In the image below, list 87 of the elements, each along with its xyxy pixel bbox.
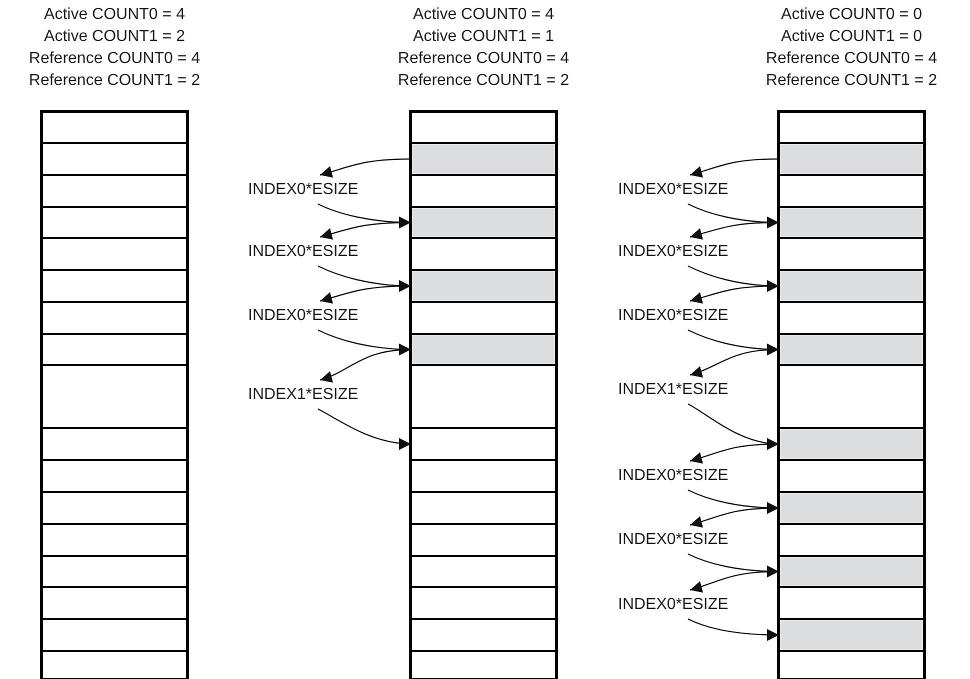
memory-cell [412, 112, 555, 143]
memory-cell [780, 175, 923, 207]
count-text: Reference COUNT1 = 2 [766, 71, 938, 91]
count-text: Active COUNT0 = 4 [413, 5, 554, 25]
count-text: Active COUNT1 = 0 [781, 27, 922, 47]
memory-cell [780, 651, 923, 679]
offset-label: INDEX0*ESIZE [618, 529, 728, 551]
shaded-memory-cell [412, 143, 555, 175]
memory-cell [43, 112, 186, 143]
memory-cell [412, 651, 555, 679]
memory-cell [43, 334, 186, 365]
memory-cell [412, 175, 555, 207]
arrow [688, 618, 779, 641]
count-text: Reference COUNT1 = 2 [28, 71, 200, 91]
memory-cell [780, 365, 923, 428]
memory-cell [43, 365, 186, 428]
memory-cell [43, 587, 186, 619]
memory-cell [43, 143, 186, 175]
shaded-memory-cell [780, 270, 923, 302]
offset-label: INDEX0*ESIZE [618, 594, 728, 616]
count-text: Reference COUNT1 = 2 [398, 71, 570, 91]
count-text: Active COUNT0 = 0 [781, 5, 922, 25]
count-text: Reference COUNT0 = 4 [28, 49, 200, 69]
memory-cell [412, 587, 555, 619]
offset-label: INDEX0*ESIZE [248, 179, 358, 201]
memory-cell [43, 238, 186, 270]
memory-cell [43, 270, 186, 302]
arrow [318, 329, 412, 356]
arrow [688, 265, 780, 292]
offset-label: INDEX0*ESIZE [618, 305, 728, 327]
arrow [688, 489, 780, 514]
arrow [318, 203, 412, 228]
offset-label: INDEX1*ESIZE [618, 379, 728, 401]
shaded-memory-cell [780, 334, 923, 365]
shaded-memory-cell [780, 492, 923, 524]
memory-cell [43, 651, 186, 679]
memory-cell [412, 619, 555, 651]
shaded-memory-cell [412, 270, 555, 302]
count-text: Reference COUNT0 = 4 [398, 49, 570, 69]
arrow [318, 408, 412, 450]
memory-cell [43, 302, 186, 334]
arrow [690, 158, 779, 178]
memory-cell [780, 112, 923, 143]
memory-cell [780, 460, 923, 492]
memory-cell [412, 302, 555, 334]
count-text: Active COUNT1 = 1 [413, 27, 554, 47]
memory-cell [412, 428, 555, 460]
memory-cell [412, 556, 555, 587]
shaded-memory-cell [412, 207, 555, 238]
arrow [688, 553, 780, 578]
memory-cell [780, 238, 923, 270]
memory-cell [780, 587, 923, 619]
shaded-memory-cell [780, 207, 923, 238]
shaded-memory-cell [780, 619, 923, 651]
shaded-memory-cell [412, 334, 555, 365]
memory-cell [412, 492, 555, 524]
memory-cell [412, 238, 555, 270]
count-text: Active COUNT1 = 2 [44, 27, 185, 47]
shaded-memory-cell [780, 556, 923, 587]
shaded-memory-cell [780, 428, 923, 460]
memory-cell [412, 460, 555, 492]
memory-cell [43, 460, 186, 492]
arrow [320, 158, 411, 178]
memory-cell [780, 524, 923, 556]
memory-cell [43, 619, 186, 651]
count-text: Active COUNT0 = 4 [44, 5, 185, 25]
arrow [318, 265, 412, 292]
memory-cell [43, 556, 186, 587]
offset-label: INDEX1*ESIZE [248, 384, 358, 406]
memory-cell [43, 428, 186, 460]
memory-cell [43, 175, 186, 207]
offset-label: INDEX0*ESIZE [618, 241, 728, 263]
arrow [688, 403, 780, 450]
offset-label: INDEX0*ESIZE [248, 305, 358, 327]
memory-cell [43, 492, 186, 524]
shaded-memory-cell [780, 143, 923, 175]
offset-label: INDEX0*ESIZE [618, 179, 728, 201]
memory-cell [43, 207, 186, 238]
offset-label: INDEX0*ESIZE [248, 241, 358, 263]
arrow [688, 329, 780, 356]
arrow [688, 203, 780, 228]
memory-cell [412, 524, 555, 556]
memory-cell [780, 302, 923, 334]
count-text: Reference COUNT0 = 4 [766, 49, 938, 69]
memory-cell [412, 365, 555, 428]
offset-label: INDEX0*ESIZE [618, 465, 728, 487]
memory-cell [43, 524, 186, 556]
